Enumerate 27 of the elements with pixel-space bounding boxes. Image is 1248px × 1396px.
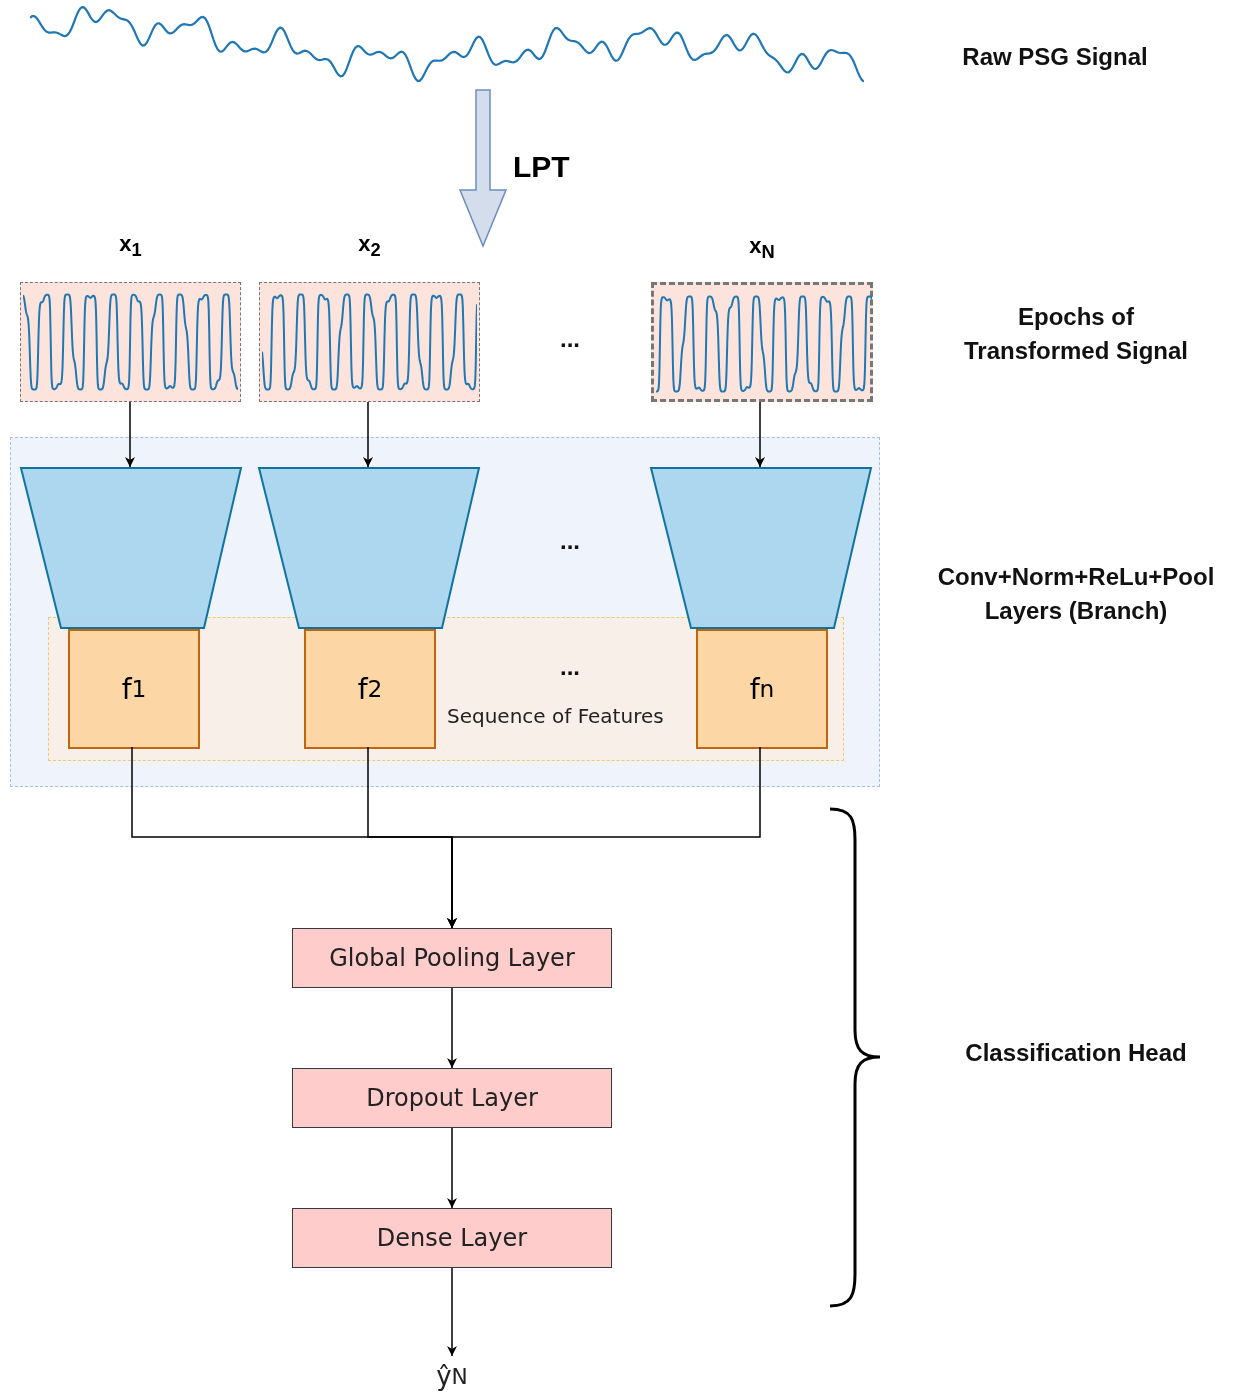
conv-branch-trapezoid bbox=[259, 468, 479, 628]
panel-title: Sequence of Features bbox=[447, 704, 664, 728]
arrow bbox=[755, 401, 765, 468]
layer-box: Dropout Layer bbox=[292, 1068, 612, 1128]
side-label: Raw PSG Signal bbox=[961, 42, 1149, 72]
arrow bbox=[447, 987, 457, 1069]
side-label: Epochs of Transformed Signal bbox=[962, 302, 1190, 366]
layer-box: Dense Layer bbox=[292, 1208, 612, 1268]
epoch-label: x$_{N}$ bbox=[749, 233, 775, 264]
arrow bbox=[447, 1127, 457, 1209]
conv-branch-trapezoid bbox=[21, 468, 241, 628]
ellipsis: ... bbox=[559, 652, 581, 682]
conv-branch-trapezoid bbox=[651, 468, 871, 628]
arrow bbox=[447, 746, 761, 929]
branch-panel bbox=[10, 437, 880, 787]
features-panel bbox=[48, 617, 844, 761]
epoch-label: x$_{1}$ bbox=[119, 231, 142, 262]
block-arrow bbox=[458, 89, 508, 248]
arrow bbox=[447, 1267, 457, 1357]
layer-box: Global Pooling Layer bbox=[292, 928, 612, 988]
arrow bbox=[363, 401, 373, 468]
ellipsis: ... bbox=[559, 526, 581, 556]
ellipsis: ... bbox=[559, 324, 581, 354]
side-label: Conv+Norm+ReLu+Pool Layers (Branch) bbox=[936, 562, 1216, 626]
epoch-label: x$_{2}$ bbox=[358, 231, 381, 262]
side-label: Classification Head bbox=[964, 1038, 1188, 1068]
arrow bbox=[125, 401, 135, 468]
